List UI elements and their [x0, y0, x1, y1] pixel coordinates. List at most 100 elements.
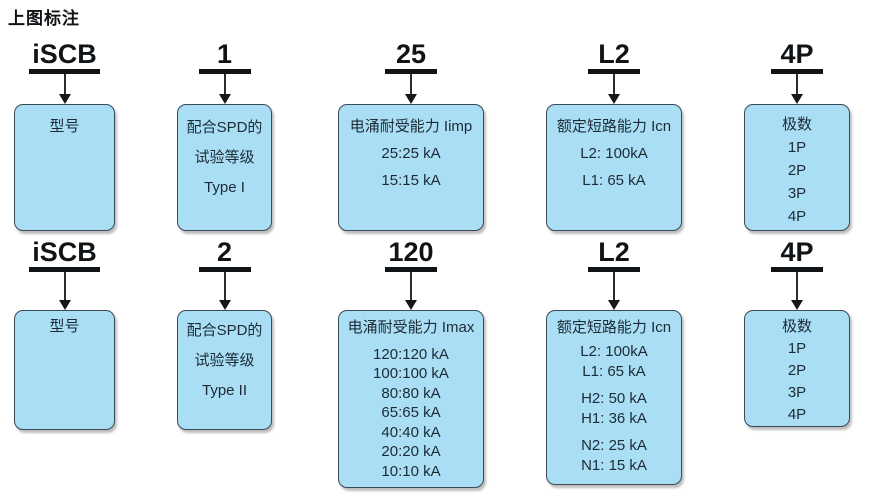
down-arrow-icon: [218, 74, 231, 104]
box-line: 试验等级: [194, 149, 255, 166]
box-line: 40:40 kA: [381, 423, 441, 441]
box-line: 3P: [787, 384, 807, 401]
code-label: 25: [385, 40, 437, 74]
box-line: 1P: [787, 340, 807, 357]
box-line: 2P: [787, 162, 807, 179]
box-line: 额定短路能力 Icn: [556, 319, 672, 336]
arrow-head: [58, 94, 71, 104]
arrow-head: [58, 300, 71, 310]
code-header: iSCB: [29, 40, 100, 74]
arrow-stem: [410, 74, 412, 94]
arrow-stem: [223, 74, 226, 94]
arrow-head: [405, 300, 417, 310]
arrow-head: [218, 300, 231, 310]
code-header: L2: [588, 40, 640, 74]
box-line: 配合SPD的: [186, 119, 263, 136]
description-box: 型号: [14, 310, 115, 430]
code-column-r1-test-class: 1 配合SPD的试验等级 Type I: [177, 40, 272, 231]
code-label: iSCB: [29, 40, 100, 74]
box-line: 100:100 kA: [373, 365, 449, 382]
box-line: 4P: [787, 406, 807, 423]
box-line: 15:15 kA: [381, 172, 441, 189]
arrow-stem: [796, 272, 798, 300]
arrow-stem: [613, 272, 615, 300]
code-header: 25: [385, 40, 437, 74]
arrow-head: [791, 300, 803, 310]
description-box: 配合SPD的试验等级 Type II: [177, 310, 272, 430]
box-line: 极数: [781, 318, 812, 335]
down-arrow-icon: [791, 272, 803, 310]
box-line: 3P: [787, 185, 807, 202]
code-header: L2: [588, 238, 640, 272]
code-column-r1-poles: 4P 极数 1P 2P 3P 4P: [744, 40, 850, 231]
arrow-head: [608, 300, 620, 310]
box-line: 80:80 kA: [381, 384, 441, 402]
down-arrow-icon: [218, 272, 231, 310]
code-label: 1: [198, 40, 251, 74]
box-line: 65:65 kA: [381, 404, 441, 421]
code-column-r2-test-class: 2 配合SPD的试验等级 Type II: [177, 238, 272, 430]
arrow-stem: [63, 74, 66, 94]
code-label: L2: [588, 40, 640, 74]
code-label: 2: [198, 238, 251, 272]
box-line: H1: 36 kA: [581, 410, 647, 427]
box-line: 试验等级: [194, 352, 255, 369]
down-arrow-icon: [608, 74, 620, 104]
down-arrow-icon: [405, 272, 417, 310]
arrow-stem: [63, 272, 66, 300]
arrow-stem: [410, 272, 412, 300]
box-line: 型号: [49, 318, 80, 335]
code-column-r2-model: iSCB 型号: [14, 238, 115, 430]
code-label: 4P: [771, 238, 823, 272]
down-arrow-icon: [608, 272, 620, 310]
box-line: 120:120 kA: [373, 345, 449, 363]
box-line: 配合SPD的: [186, 322, 263, 339]
box-line: L2: 100kA: [580, 145, 648, 162]
description-box: 极数 1P 2P 3P 4P: [744, 310, 850, 427]
arrow-stem: [223, 272, 226, 300]
down-arrow-icon: [58, 272, 71, 310]
arrow-head: [218, 94, 231, 104]
down-arrow-icon: [791, 74, 803, 104]
code-header: 1: [198, 40, 251, 74]
box-line: Type II: [201, 382, 248, 399]
box-line: 4P: [787, 208, 807, 225]
code-label: iSCB: [29, 238, 100, 272]
arrow-head: [791, 94, 803, 104]
code-label: 4P: [771, 40, 823, 74]
down-arrow-icon: [405, 74, 417, 104]
description-box: 型号: [14, 104, 115, 231]
box-line: L1: 65 kA: [582, 363, 646, 380]
box-line: 20:20 kA: [381, 443, 441, 460]
box-line: Type I: [204, 179, 245, 196]
box-line: L2: 100kA: [580, 342, 648, 360]
arrow-head: [608, 94, 620, 104]
code-label: L2: [588, 238, 640, 272]
arrow-head: [405, 94, 417, 104]
down-arrow-icon: [58, 74, 71, 104]
arrow-stem: [796, 74, 798, 94]
arrow-stem: [613, 74, 615, 94]
box-line: 极数: [781, 116, 812, 133]
box-line: 额定短路能力 Icn: [556, 118, 672, 135]
description-box: 配合SPD的试验等级 Type I: [177, 104, 272, 231]
box-line: H2: 50 kA: [581, 389, 647, 407]
code-header: 2: [198, 238, 251, 272]
box-line: 25:25 kA: [381, 145, 441, 162]
page-title: 上图标注: [8, 9, 80, 28]
box-line: 2P: [787, 362, 807, 379]
code-column-r2-poles: 4P 极数 1P 2P 3P 4P: [744, 238, 850, 427]
code-header: 4P: [771, 40, 823, 74]
box-line: 1P: [787, 139, 807, 156]
box-line: N1: 15 kA: [581, 457, 647, 474]
box-line: N2: 25 kA: [581, 436, 647, 454]
code-label: 120: [385, 238, 437, 272]
